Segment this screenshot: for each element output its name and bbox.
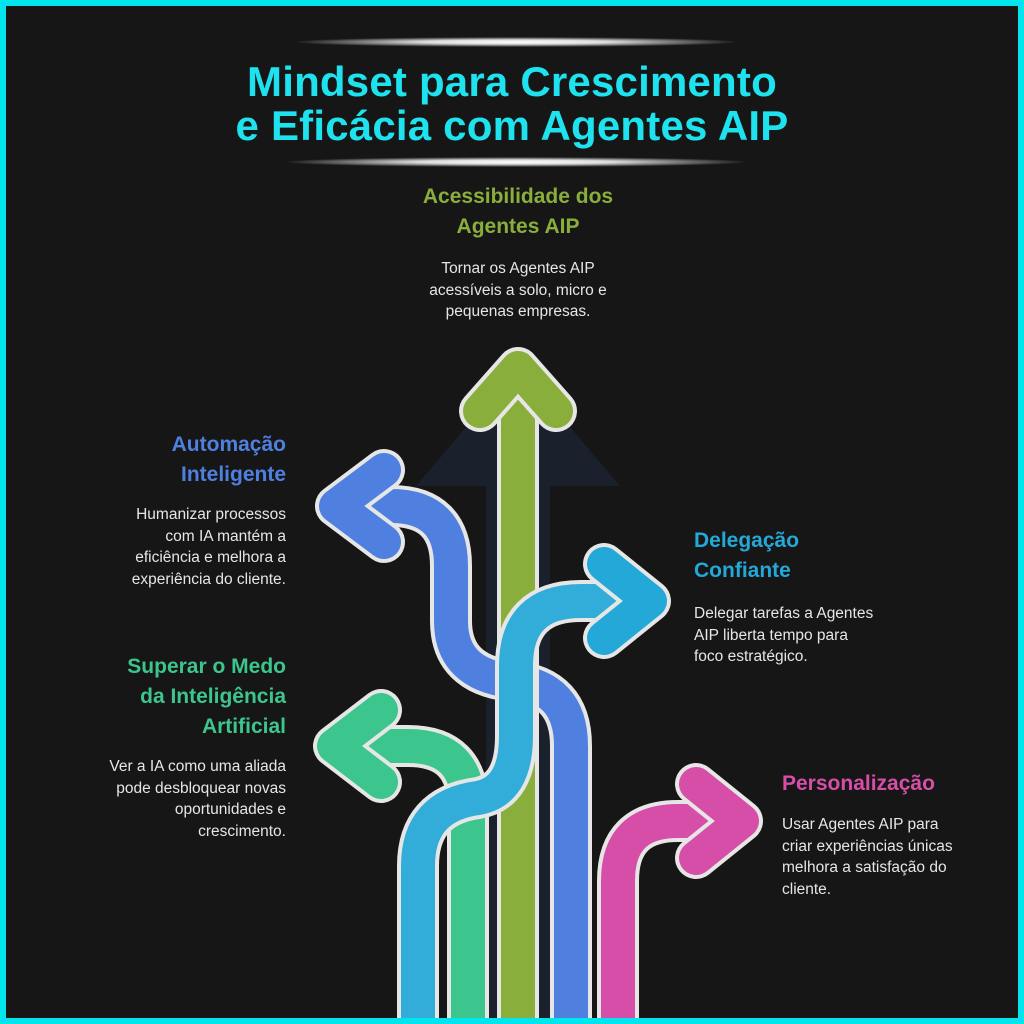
title-top-glow	[296, 37, 736, 47]
automation-heading-line2: Inteligente	[180, 463, 286, 486]
personalization-text-line2: criar experiências únicas	[782, 837, 953, 855]
delegation-heading: Delegação Confiante	[694, 526, 944, 586]
fear-text-line4: crescimento.	[198, 822, 286, 840]
fear-text: Ver a IA como uma aliada pode desbloquea…	[46, 756, 286, 842]
accessibility-text-line1: Tornar os Agentes AIP	[441, 260, 595, 277]
automation-text: Humanizar processos com IA mantém a efic…	[66, 504, 286, 590]
automation-text-line1: Humanizar processos	[136, 506, 286, 523]
accessibility-text: Tornar os Agentes AIP acessíveis a solo,…	[368, 258, 668, 323]
infographic-frame: Mindset para Crescimento e Eficácia com …	[6, 6, 1018, 1018]
automation-heading: Automação Inteligente	[66, 430, 286, 490]
personalization-text: Usar Agentes AIP para criar experiências…	[782, 814, 1002, 900]
fear-heading-line3: Artificial	[201, 715, 286, 738]
automation-text-line3: eficiência e melhora a	[135, 549, 286, 566]
arrow-delegation	[397, 543, 671, 1018]
arrow-personalization	[597, 763, 763, 1018]
title-bottom-glow	[286, 157, 746, 167]
personalization-text-line3: melhora a satisfação do	[782, 859, 947, 876]
accessibility-heading-line2: Agentes AIP	[456, 215, 580, 238]
fear-text-line3: oportunidades e	[174, 801, 286, 818]
delegation-heading-line2: Confiante	[694, 559, 791, 582]
automation-heading-line1: Automação	[171, 433, 286, 456]
fear-heading-line1: Superar o Medo	[127, 655, 286, 678]
accessibility-text-line2: acessíveis a solo, micro e	[429, 281, 607, 299]
arrow-automation	[315, 449, 592, 1018]
fear-heading: Superar o Medo da Inteligência Artificia…	[46, 652, 286, 742]
fear-text-line1: Ver a IA como uma aliada	[109, 758, 286, 775]
page-title-line1: Mindset para Crescimento	[247, 58, 777, 105]
personalization-heading-line1: Personalização	[782, 772, 935, 795]
automation-text-line4: experiência do cliente.	[131, 570, 286, 588]
fear-heading-line2: da Inteligência	[140, 685, 286, 708]
personalization-text-line1: Usar Agentes AIP para	[782, 816, 939, 833]
page-title-line2: e Eficácia com Agentes AIP	[235, 102, 789, 149]
personalization-heading: Personalização	[782, 769, 1002, 799]
personalization-text-line4: cliente.	[782, 880, 832, 898]
arrows-diagram	[313, 347, 763, 1018]
delegation-heading-line1: Delegação	[694, 529, 800, 552]
delegation-text: Delegar tarefas a Agentes AIP liberta te…	[694, 603, 944, 668]
delegation-text-line3: foco estratégico.	[694, 648, 808, 665]
delegation-text-line2: AIP liberta tempo para	[694, 626, 848, 644]
automation-text-line2: com IA mantém a	[165, 527, 286, 545]
fear-text-line2: pode desbloquear novas	[116, 779, 286, 797]
delegation-text-line1: Delegar tarefas a Agentes	[694, 605, 874, 622]
accessibility-heading-line1: Acessibilidade dos	[422, 185, 614, 208]
accessibility-heading: Acessibilidade dos Agentes AIP	[368, 182, 668, 242]
accessibility-text-line3: pequenas empresas.	[445, 303, 591, 320]
